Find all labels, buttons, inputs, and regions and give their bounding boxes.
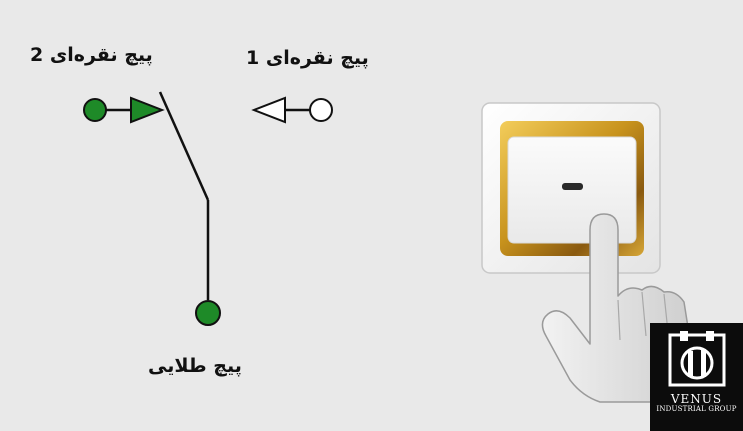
silver-terminal-2-path	[83, 96, 165, 124]
silver-terminal-1-label: پیچ نقره‌ای 1	[246, 47, 369, 69]
silver-terminal-1-arrow	[251, 96, 286, 124]
silver-terminal-1-path	[251, 96, 333, 124]
logo-subtitle: INDUSTRIAL GROUP	[656, 405, 737, 413]
silver-terminal-2-dot	[83, 98, 107, 122]
venus-logo: VENUS INDUSTRIAL GROUP	[650, 323, 743, 431]
silver-terminal-1-dot	[309, 98, 333, 122]
gold-terminal-label: پیچ طلایی	[148, 355, 242, 377]
wall-switch-illustration	[481, 102, 691, 403]
logo-brand: VENUS	[670, 392, 723, 406]
switch-indicator	[562, 183, 583, 190]
gold-terminal-dot	[195, 300, 221, 326]
silver-terminal-2-label: پیچ نقره‌ای 2	[30, 44, 153, 66]
switch-lever	[158, 91, 221, 326]
venus-emblem-icon	[668, 331, 725, 387]
silver-terminal-2-arrow	[130, 96, 165, 124]
